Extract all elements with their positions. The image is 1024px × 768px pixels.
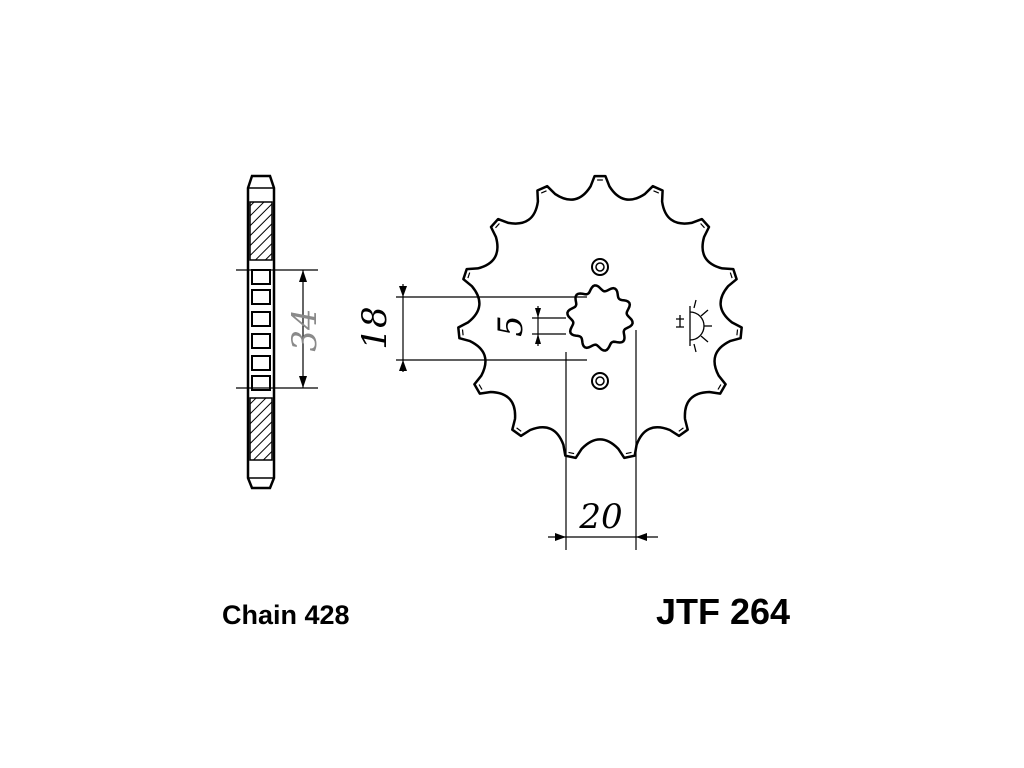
side-profile-view: 34: [236, 174, 325, 490]
mounting-hole-bottom: [591, 372, 609, 390]
tooth-tip-mark: [478, 384, 483, 390]
side-dim-arrow-top: [299, 270, 307, 282]
side-hub-section: [251, 269, 271, 391]
tooth-tip-mark: [568, 451, 575, 455]
side-hub-block: [251, 375, 271, 391]
side-hatch-bottom: [249, 397, 273, 461]
tooth-tip-mark: [540, 190, 547, 194]
mounting-hole-top: [591, 258, 609, 276]
sprocket-front-view: 18 5 20: [355, 174, 743, 550]
tooth-tip-mark: [700, 223, 705, 229]
splined-bore: [566, 284, 634, 352]
tooth-tip-mark: [653, 190, 660, 194]
tooth-tip-mark: [717, 384, 722, 390]
side-hub-block: [251, 269, 271, 285]
spline-depth-label: 5: [491, 315, 531, 337]
bore-height-label: 18: [355, 306, 395, 349]
hub-dim-arrow-right: [636, 533, 647, 541]
side-hub-block: [251, 289, 271, 305]
bore-dim-arrow-top: [399, 286, 407, 297]
tooth-tip-mark: [461, 329, 464, 336]
side-hub-block: [251, 311, 271, 327]
tooth-tip-mark: [736, 329, 739, 336]
tooth-tip-mark: [495, 223, 500, 229]
sprocket-outline: [457, 174, 743, 460]
bore-dim-arrow-bottom: [399, 360, 407, 371]
side-hatch-top: [249, 201, 273, 261]
tooth-tip-mark: [678, 427, 684, 432]
tooth-tip-mark: [467, 272, 471, 279]
hub-dim-arrow-left: [555, 533, 566, 541]
side-hub-block: [251, 333, 271, 349]
chain-label: Chain 428: [222, 600, 350, 630]
spline-dim-arrow-bottom: [535, 334, 541, 344]
side-height-label: 34: [285, 308, 325, 351]
spline-dim-arrow-top: [535, 308, 541, 318]
hub-width-label: 20: [578, 497, 622, 537]
tooth-tip-mark: [625, 451, 632, 455]
side-dim-arrow-bottom: [299, 376, 307, 388]
part-number-label: JTF 264: [656, 591, 790, 632]
tooth-tip-mark: [516, 427, 522, 432]
side-hub-block: [251, 355, 271, 371]
orientation-symbol-icon: [676, 299, 712, 353]
tooth-tip-mark: [729, 272, 733, 279]
tooth-tips: [461, 179, 739, 455]
